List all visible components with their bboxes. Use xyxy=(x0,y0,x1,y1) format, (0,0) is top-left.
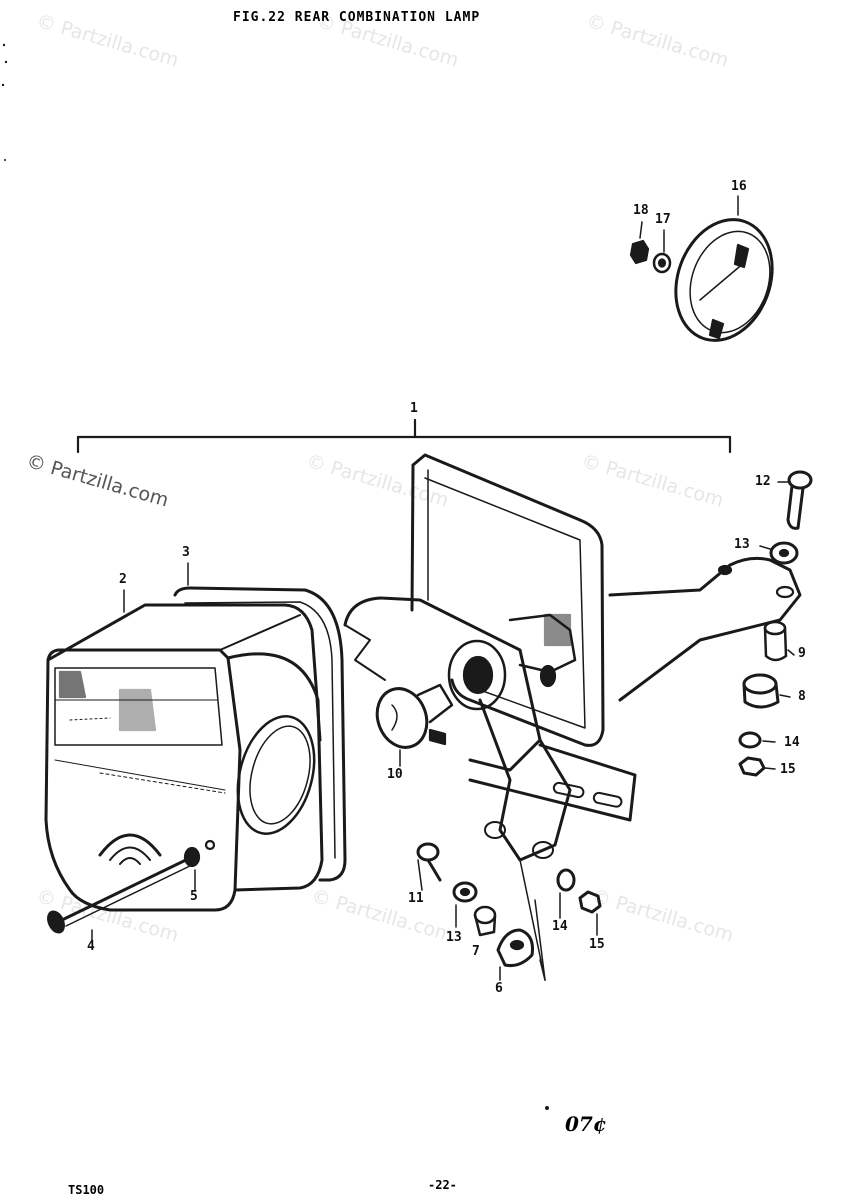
callout-3: 3 xyxy=(182,545,190,560)
grommet-5 xyxy=(183,846,201,868)
callout-17: 17 xyxy=(655,212,671,227)
washer-13 xyxy=(769,541,799,565)
callout-18: 18 xyxy=(633,203,649,218)
bolt-12 xyxy=(786,470,813,530)
callout-13: 13 xyxy=(734,537,750,552)
callout-14b: 14 xyxy=(552,919,568,934)
collar-9 xyxy=(763,620,788,662)
callout-16: 16 xyxy=(731,179,747,194)
lamp-screw xyxy=(47,856,195,934)
washer-17 xyxy=(652,252,672,274)
callout-15b: 15 xyxy=(589,937,605,952)
callout-10: 10 xyxy=(387,767,403,782)
lamp-gasket xyxy=(173,586,347,882)
washer-14b xyxy=(556,868,576,892)
washer-14 xyxy=(738,731,762,749)
license-bracket xyxy=(343,453,802,862)
bulb xyxy=(375,683,454,767)
callout-5: 5 xyxy=(190,889,198,904)
callout-13b: 13 xyxy=(446,930,462,945)
model-name: TS100 xyxy=(68,1183,105,1197)
callout-9: 9 xyxy=(798,646,806,661)
callout-4: 4 xyxy=(87,939,95,954)
callout-8: 8 xyxy=(798,689,806,704)
callout-14: 14 xyxy=(784,735,800,750)
collar-7 xyxy=(473,905,497,937)
callout-12: 12 xyxy=(755,474,771,489)
cushion-6 xyxy=(496,928,534,967)
assembly-bracket xyxy=(76,418,732,454)
washer-13b xyxy=(452,881,478,903)
callout-6: 6 xyxy=(495,981,503,996)
page-number: -22- xyxy=(428,1178,457,1192)
reflector xyxy=(674,218,774,342)
callout-7: 7 xyxy=(472,944,480,959)
cushion-8 xyxy=(742,673,780,709)
callout-15: 15 xyxy=(780,762,796,777)
lamp-housing xyxy=(44,603,324,912)
callout-11: 11 xyxy=(408,891,424,906)
bolt-11 xyxy=(416,842,442,882)
nut-18 xyxy=(629,239,650,265)
figure-code: 07¢ xyxy=(565,1112,607,1136)
callout-2: 2 xyxy=(119,572,127,587)
nut-15b xyxy=(578,890,602,914)
figure-title: FIG.22 REAR COMBINATION LAMP xyxy=(233,10,481,25)
nut-15 xyxy=(738,756,766,777)
callout-1: 1 xyxy=(410,401,418,416)
